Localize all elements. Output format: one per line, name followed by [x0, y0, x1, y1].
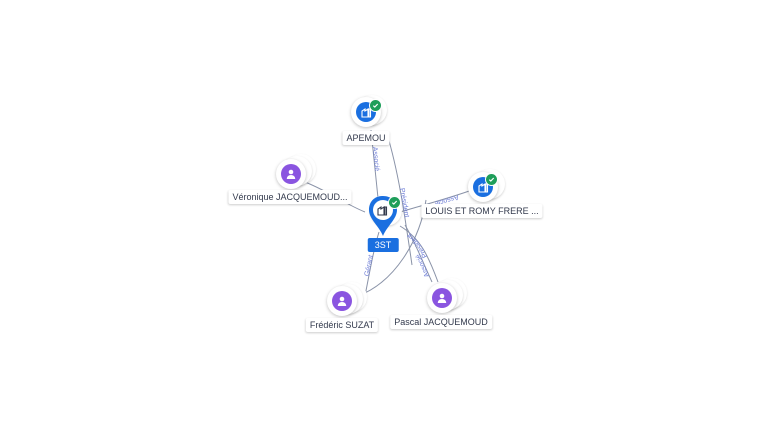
person-badge — [332, 291, 352, 311]
edge-label-apemou-associe: Associé — [371, 146, 380, 171]
node-pascal-jacquemoud[interactable] — [425, 278, 469, 318]
person-badge — [281, 164, 301, 184]
node-label-pascal-jacquemoud[interactable]: Pascal JACQUEMOUD — [390, 315, 492, 329]
edge-label-apemou-president: Président — [398, 188, 410, 218]
graph-edges — [304, 129, 473, 297]
node-label-center-3st[interactable]: 3ST — [367, 238, 399, 252]
edge-pascal-president — [399, 225, 439, 283]
edge-frederic-gerant — [364, 231, 380, 297]
building-icon — [377, 205, 388, 216]
person-icon — [437, 293, 447, 303]
node-frederic-suzat[interactable] — [325, 282, 369, 322]
node-center-3st[interactable] — [362, 192, 406, 240]
node-apemou[interactable] — [347, 93, 391, 133]
person-icon — [286, 169, 296, 179]
node-label-veronique-jacquemoud[interactable]: Véronique JACQUEMOUD... — [228, 190, 352, 204]
node-louis-et-romy[interactable] — [465, 168, 509, 208]
edge-apemou-president — [386, 133, 413, 266]
edge-label-frederic-gerant: Gérant — [364, 254, 375, 277]
node-label-apemou[interactable]: APEMOU — [342, 131, 390, 145]
edge-louis-associe — [399, 189, 473, 213]
verified-check-icon — [485, 173, 498, 186]
node-label-louis-et-romy[interactable]: LOUIS ET ROMY FRERE ... — [421, 204, 543, 218]
person-badge — [432, 288, 452, 308]
edge-pascal-associe — [404, 224, 433, 283]
verified-check-icon — [369, 99, 382, 112]
node-veronique-jacquemoud[interactable] — [274, 154, 318, 194]
verified-check-icon — [388, 196, 401, 209]
node-label-frederic-suzat[interactable]: Frédéric SUZAT — [305, 318, 379, 332]
person-icon — [337, 296, 347, 306]
